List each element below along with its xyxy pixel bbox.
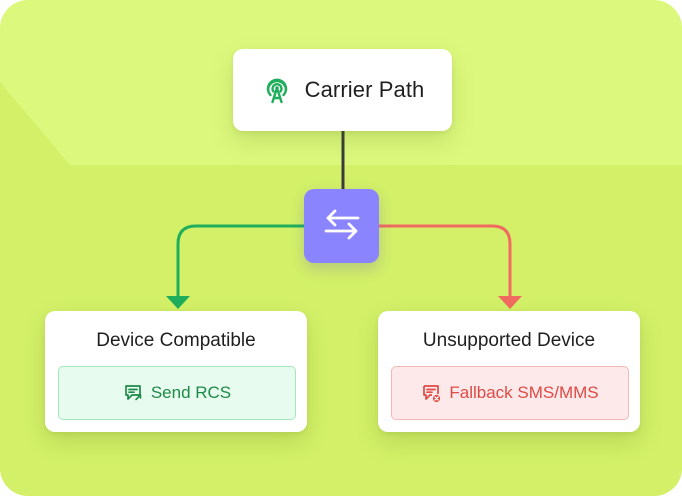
fallback-sms-label: Fallback SMS/MMS	[449, 383, 599, 402]
message-error-icon	[421, 383, 441, 403]
message-send-icon	[123, 383, 143, 403]
device-compatible-title: Device Compatible	[96, 330, 256, 351]
send-rcs-action: Send RCS	[58, 366, 296, 420]
antenna-icon	[261, 74, 293, 106]
routing-decision-node	[304, 189, 379, 263]
carrier-path-node: Carrier Path	[233, 49, 452, 131]
device-compatible-node: Device Compatible Send RCS	[45, 311, 307, 432]
arrowhead-compatible	[166, 296, 190, 309]
send-rcs-label: Send RCS	[150, 383, 232, 402]
unsupported-device-title: Unsupported Device	[422, 330, 596, 351]
swap-arrows-icon	[322, 206, 362, 247]
connector-fallback-branch	[379, 224, 512, 298]
carrier-path-label: Carrier Path	[304, 77, 425, 102]
unsupported-device-node: Unsupported Device Fallback SMS/MMS	[378, 311, 640, 432]
arrowhead-fallback	[498, 296, 522, 309]
connector-compatible-branch	[176, 224, 304, 298]
fallback-sms-action: Fallback SMS/MMS	[391, 366, 629, 420]
